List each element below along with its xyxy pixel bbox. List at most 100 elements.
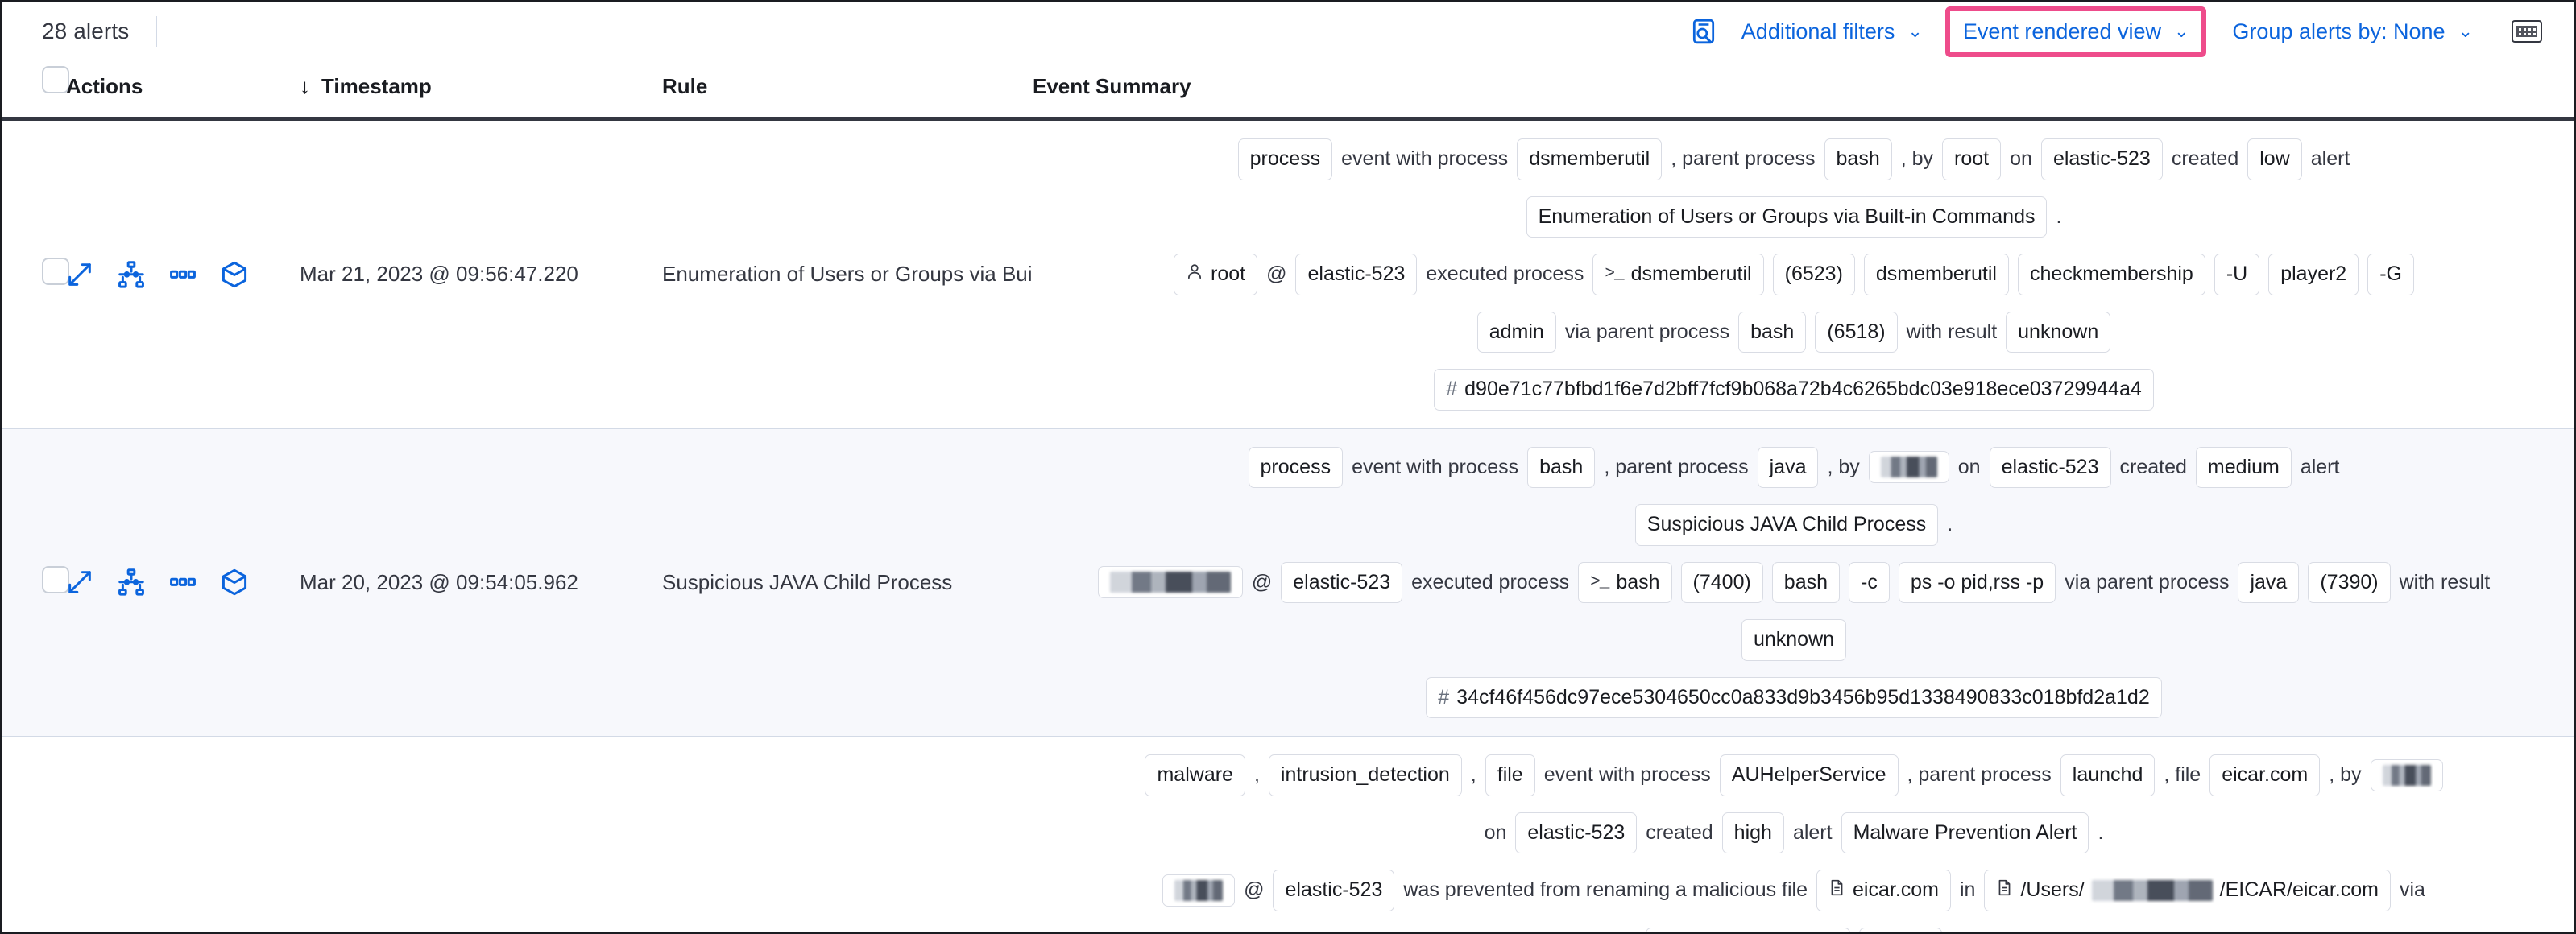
keyboard-shortcut-icon[interactable]	[2512, 20, 2542, 43]
summary-token[interactable]: (6518)	[1815, 311, 1898, 353]
summary-token[interactable]: elastic-523	[1273, 870, 1395, 911]
summary-token[interactable]: Enumeration of Users or Groups via Built…	[1526, 196, 2048, 238]
summary-token[interactable]: -c	[1849, 561, 1890, 603]
summary-token[interactable]: (7390)	[2308, 561, 2391, 603]
summary-token[interactable]: elastic-523	[1295, 254, 1418, 295]
select-all-checkbox[interactable]	[42, 66, 69, 93]
summary-text: event with process	[1352, 455, 1519, 478]
summary-text: on	[1957, 455, 1981, 478]
summary-token[interactable]	[2370, 758, 2443, 791]
token-label: Malware Prevention Alert	[1853, 820, 2077, 844]
summary-token[interactable]: (6523)	[1772, 254, 1855, 295]
summary-token[interactable]: bash	[1771, 561, 1841, 603]
analyze-event-icon[interactable]	[118, 568, 145, 596]
row-select-checkbox[interactable]	[42, 258, 69, 286]
summary-token[interactable]: eicar.com	[2209, 754, 2321, 796]
session-view-icon[interactable]	[221, 261, 248, 288]
group-alerts-by-button[interactable]: Group alerts by: None ⌄	[2218, 13, 2487, 51]
token-label: elastic-523	[1307, 262, 1406, 285]
summary-token[interactable]: elastic-523	[1281, 561, 1403, 603]
summary-token[interactable]: checkmembership	[2017, 254, 2205, 295]
timestamp-header[interactable]: ↓Timestamp	[300, 61, 662, 119]
token-label: unknown	[2018, 320, 2099, 343]
expand-icon[interactable]	[66, 568, 93, 596]
table-row[interactable]: Mar 20, 2023 @ 09:43:38.348Malware Preve…	[2, 737, 2574, 933]
summary-token[interactable]: bash	[1824, 138, 1892, 180]
summary-token[interactable]: >_bash	[1578, 561, 1672, 603]
summary-token[interactable]	[1868, 451, 1949, 484]
summary-token[interactable]: -U	[2214, 254, 2260, 295]
summary-text: event with process	[1543, 763, 1711, 786]
summary-token[interactable]: -G	[2367, 254, 2414, 295]
summary-text: executed process	[1426, 262, 1584, 285]
summary-token[interactable]: AUHelperService	[1719, 754, 1899, 796]
summary-token[interactable]: unknown	[2006, 311, 2111, 353]
summary-token[interactable]: file	[1485, 754, 1535, 796]
summary-token[interactable]: java	[2238, 561, 2300, 603]
token-label: bash	[1783, 570, 1828, 593]
more-actions-icon[interactable]	[169, 568, 197, 596]
summary-token[interactable]: (7400)	[1680, 561, 1763, 603]
more-actions-icon[interactable]	[169, 261, 197, 288]
redacted-value	[2091, 879, 2213, 901]
summary-token[interactable]: low	[2247, 138, 2302, 180]
summary-token[interactable]: dsmemberutil	[1517, 138, 1663, 180]
summary-token[interactable]: admin	[1476, 311, 1556, 353]
token-label: unknown	[1753, 628, 1835, 651]
token-label: elastic-523	[1293, 570, 1391, 593]
timestamp-header-label: Timestamp	[321, 74, 432, 98]
row-select-checkbox[interactable]	[42, 565, 69, 593]
summary-token[interactable]: (6935)	[1859, 927, 1942, 932]
summary-token[interactable]: dsmemberutil	[1863, 254, 2009, 295]
summary-token[interactable]: bash	[1738, 311, 1807, 353]
summary-token[interactable]: process	[1237, 138, 1333, 180]
analyze-event-icon[interactable]	[118, 260, 145, 288]
summary-token[interactable]: process	[1248, 446, 1344, 488]
summary-token[interactable]: >_AUHelperService	[1646, 927, 1851, 932]
hash-token[interactable]: #d90e71c77bfbd1f6e7d2bff7fcf9b068a72b4c6…	[1434, 369, 2154, 411]
alerts-table: Actions ↓Timestamp Rule Event Summary Ma…	[2, 61, 2574, 933]
summary-token[interactable]: Malware Prevention Alert	[1841, 812, 2089, 853]
row-action-icon-group	[66, 260, 300, 288]
rule-cell: Suspicious JAVA Child Process	[662, 569, 953, 594]
summary-token[interactable]: elastic-523	[2040, 138, 2163, 180]
summary-token[interactable]: elastic-523	[1515, 812, 1638, 853]
summary-token[interactable]: player2	[2268, 254, 2359, 295]
summary-text: on	[2010, 147, 2032, 170]
summary-token[interactable]: /Users//EICAR/eicar.com	[1984, 870, 2391, 911]
summary-token[interactable]: bash	[1527, 446, 1596, 488]
summary-token[interactable]: intrusion_detection	[1268, 754, 1462, 796]
summary-token[interactable]: elastic-523	[1989, 446, 2111, 488]
summary-token[interactable]: root	[1174, 254, 1258, 295]
summary-token[interactable]: java	[1757, 446, 1819, 488]
summary-text: ,	[1470, 763, 1476, 786]
expand-icon[interactable]	[66, 261, 93, 288]
token-label: AUHelperService	[1731, 763, 1886, 786]
token-label-suffix: /EICAR/eicar.com	[2219, 878, 2379, 901]
summary-token[interactable]: launchd	[2060, 754, 2156, 796]
summary-token[interactable]	[1162, 874, 1236, 907]
summary-token[interactable]: high	[1721, 812, 1784, 853]
summary-token[interactable]: root	[1942, 138, 2002, 180]
token-label: bash	[1539, 455, 1584, 478]
row-actions-cell	[66, 737, 300, 933]
summary-token[interactable]: unknown	[1741, 619, 1847, 661]
summary-token[interactable]: Suspicious JAVA Child Process	[1634, 504, 1939, 546]
summary-token[interactable]: medium	[2195, 446, 2292, 488]
hash-token[interactable]: #34cf46f456dc97ece5304650cc0a833d9b3456b…	[1426, 676, 2162, 718]
summary-token[interactable]: eicar.com	[1816, 870, 1951, 911]
inspect-icon[interactable]	[1690, 18, 1717, 45]
session-view-icon[interactable]	[221, 568, 248, 596]
summary-text: .	[2056, 205, 2062, 228]
summary-token[interactable]: ps -o pid,rss -p	[1898, 561, 2056, 603]
alerts-header-row: Actions ↓Timestamp Rule Event Summary	[2, 61, 2574, 119]
summary-token[interactable]: >_dsmemberutil	[1592, 254, 1764, 295]
summary-token[interactable]	[1097, 566, 1243, 599]
event-rendered-view-button[interactable]: Event rendered view ⌄	[1955, 13, 2197, 51]
additional-filters-button[interactable]: Additional filters ⌄	[1727, 13, 1937, 51]
summary-token[interactable]: malware	[1145, 754, 1245, 796]
row-actions-cell	[66, 428, 300, 737]
